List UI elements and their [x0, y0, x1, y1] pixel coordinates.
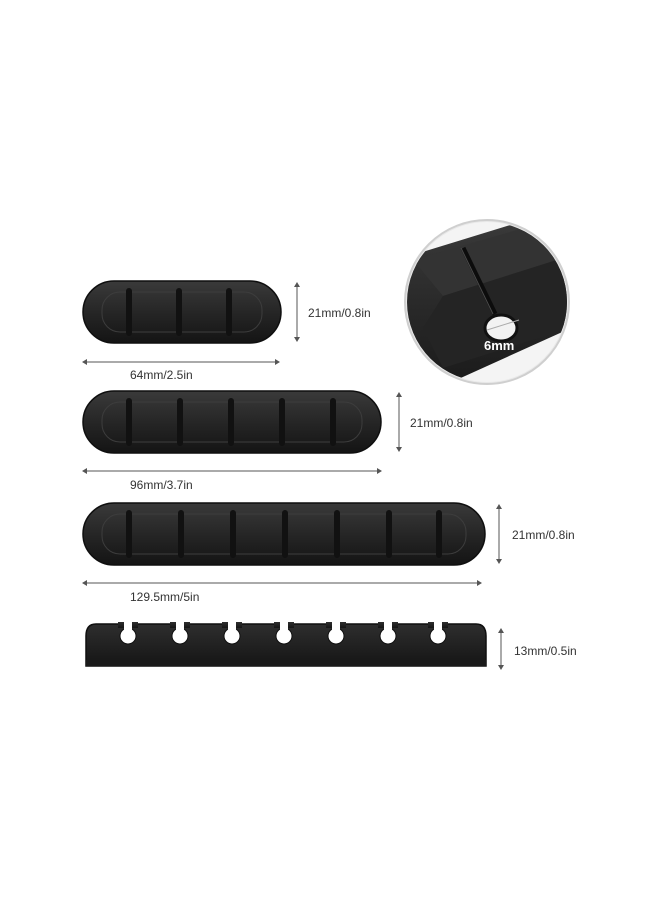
- clip-3-length-label: 64mm/2.5in: [130, 368, 193, 382]
- clip-5-height-arrow: [394, 392, 404, 452]
- cable-clip-3-slot: [82, 280, 282, 344]
- clip-5-length-arrow: [82, 466, 382, 476]
- clip-3-height-label: 21mm/0.8in: [308, 306, 371, 320]
- slot-detail-image: [404, 219, 570, 385]
- clip-7-height-arrow: [494, 504, 504, 564]
- clip-3-length-arrow: [82, 357, 280, 367]
- cable-clip-side-view: [84, 622, 488, 670]
- clip-7-length-arrow: [82, 578, 482, 588]
- cable-clip-7-slot: [82, 502, 486, 566]
- clip-7-length-label: 129.5mm/5in: [130, 590, 200, 604]
- slot-detail-zoom: [403, 218, 571, 386]
- cable-clip-5-slot: [82, 390, 382, 454]
- clip-3-height-arrow: [292, 282, 302, 342]
- side-height-arrow: [496, 628, 506, 670]
- slot-diameter-label: 6mm: [484, 338, 515, 353]
- side-height-label: 13mm/0.5in: [514, 644, 577, 658]
- clip-7-height-label: 21mm/0.8in: [512, 528, 575, 542]
- clip-5-height-label: 21mm/0.8in: [410, 416, 473, 430]
- clip-5-length-label: 96mm/3.7in: [130, 478, 193, 492]
